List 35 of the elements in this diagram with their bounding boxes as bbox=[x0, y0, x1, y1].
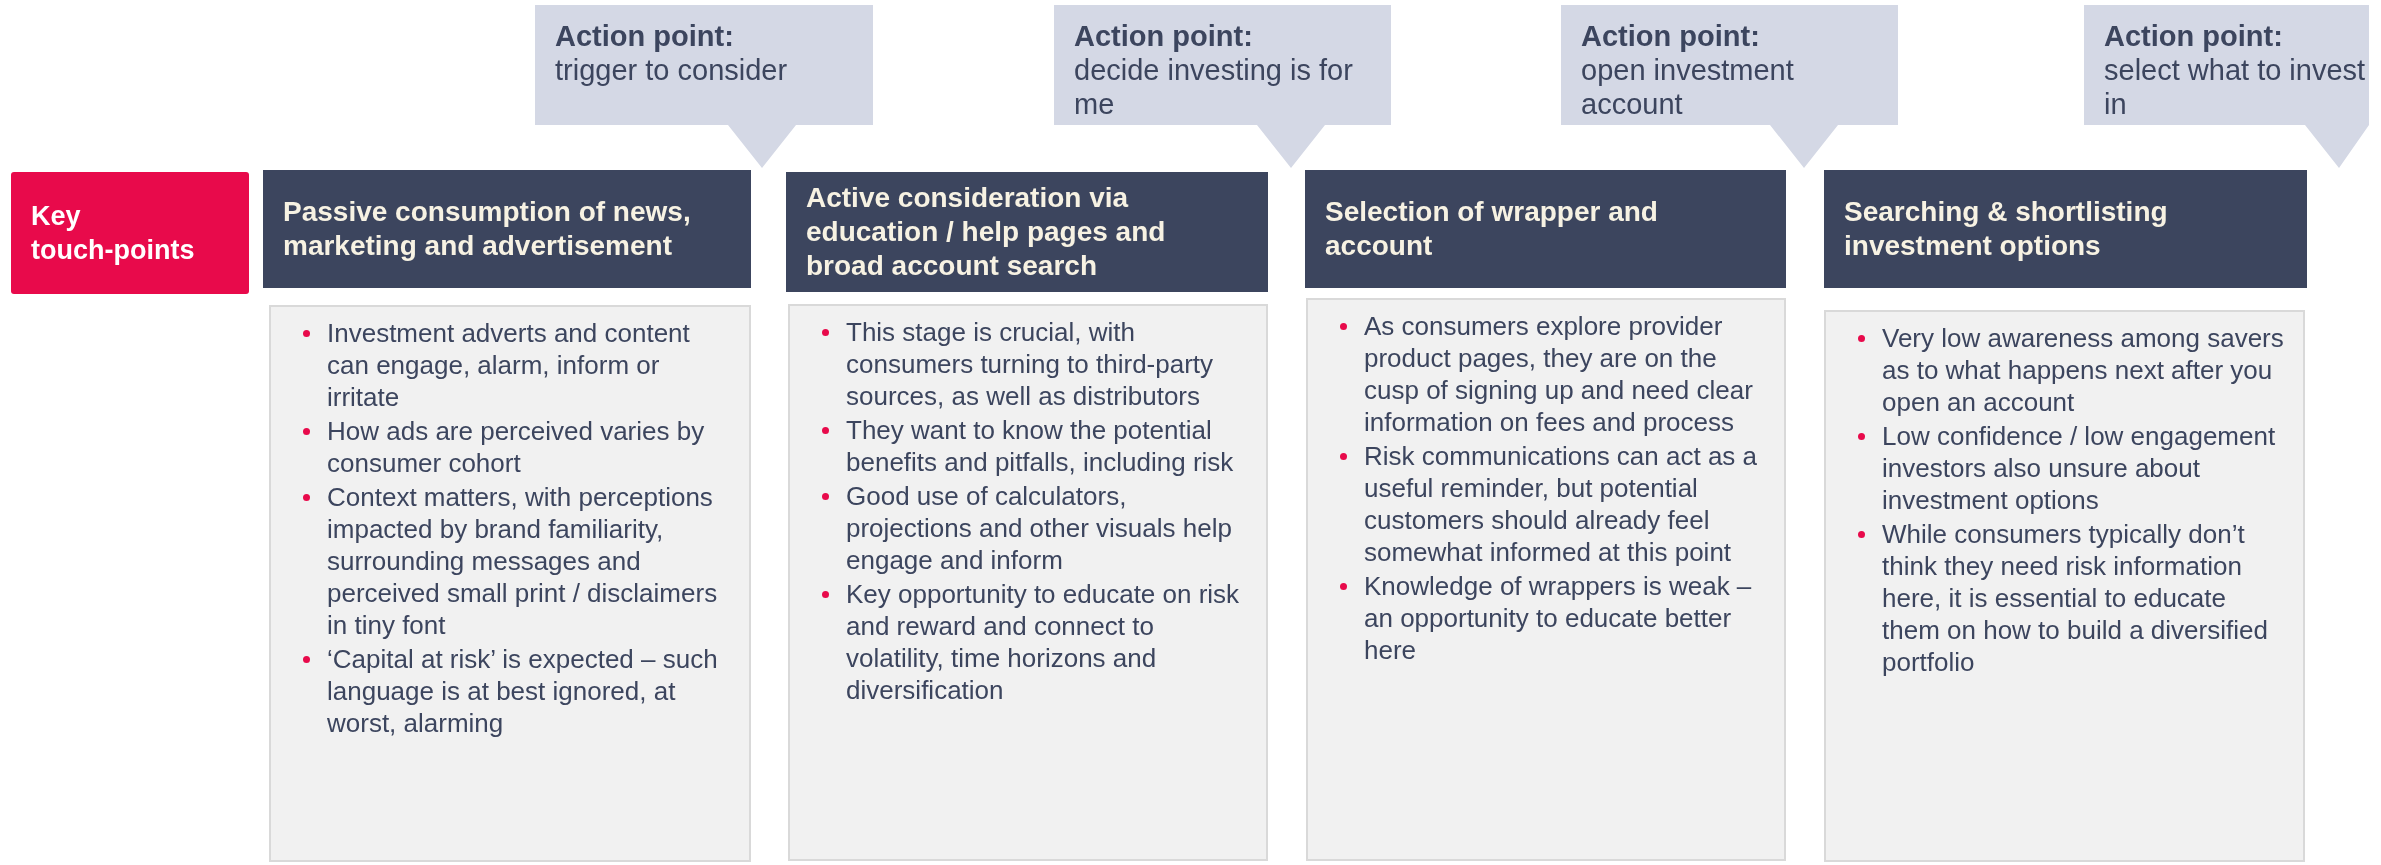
callout-heading: Action point: bbox=[1581, 19, 1761, 53]
stage-header: Selection of wrapper and account bbox=[1305, 170, 1786, 288]
key-touch-points-label: Key touch-points bbox=[11, 172, 249, 294]
action-point-callout bbox=[1054, 5, 1391, 168]
bullet-point: Very low awareness among savers as to what happens next after you open an account bbox=[1840, 322, 2289, 418]
bullet-point: Good use of calculators, projections and other visuals help engage and inform bbox=[804, 480, 1252, 576]
callout-heading: Action point: bbox=[2104, 19, 2284, 53]
bullet-point: How ads are perceived varies by consumer cohort bbox=[285, 415, 735, 479]
bullet-point: This stage is crucial, with consumers turning to third-party sources, as well as distributors bbox=[804, 316, 1252, 412]
stage-header: Searching & shortlisting investment options bbox=[1824, 170, 2307, 288]
bullet-point: ‘Capital at risk’ is expected – such language is at best ignored, at worst, alarming bbox=[285, 643, 735, 739]
bullet-point: Investment adverts and content can engage, alarm, inform or irritate bbox=[285, 317, 735, 413]
bullet-point: While consumers typically don’t think they need risk information here, it is essential to educate them on how to build a diversified portfolio bbox=[1840, 518, 2289, 678]
bullet-point: Knowledge of wrappers is weak – an opportunity to educate better here bbox=[1322, 570, 1770, 666]
stage-header: Active consideration via education / help pages and broad account search bbox=[786, 172, 1268, 292]
stage-description-panel bbox=[1824, 310, 2305, 862]
action-point-callout bbox=[1561, 5, 1898, 168]
stage-description-panel bbox=[788, 304, 1268, 861]
bullet-point: As consumers explore provider product pages, they are on the cusp of signing up and need clear information on fees and process bbox=[1322, 310, 1770, 438]
bullet-point: Risk communications can act as a useful reminder, but potential customers should already feel somewhat informed at this point bbox=[1322, 440, 1770, 568]
callout-heading: Action point: bbox=[555, 19, 735, 53]
bullet-point: Low confidence / low engagement investors also unsure about investment options bbox=[1840, 420, 2289, 516]
callout-text: decide investing is for me bbox=[1074, 53, 1354, 121]
callout-text: trigger to consider bbox=[555, 53, 789, 87]
stage-description-panel bbox=[269, 305, 751, 862]
callout-text: select what to invest in bbox=[2104, 53, 2367, 121]
stage-header: Passive consumption of news, marketing and advertisement bbox=[263, 170, 751, 288]
action-point-callout bbox=[535, 5, 873, 168]
bullet-point: They want to know the potential benefits and pitfalls, including risk bbox=[804, 414, 1252, 478]
callout-text: open investment account bbox=[1581, 53, 1795, 121]
stage-description-panel bbox=[1306, 298, 1786, 861]
action-point-callout bbox=[2084, 5, 2369, 168]
bullet-point: Key opportunity to educate on risk and reward and connect to volatility, time horizons and diversification bbox=[804, 578, 1252, 706]
callout-heading: Action point: bbox=[1074, 19, 1254, 53]
bullet-point: Context matters, with perceptions impacted by brand familiarity, surrounding messages and perceived small print / disclaimers in tiny font bbox=[285, 481, 735, 641]
